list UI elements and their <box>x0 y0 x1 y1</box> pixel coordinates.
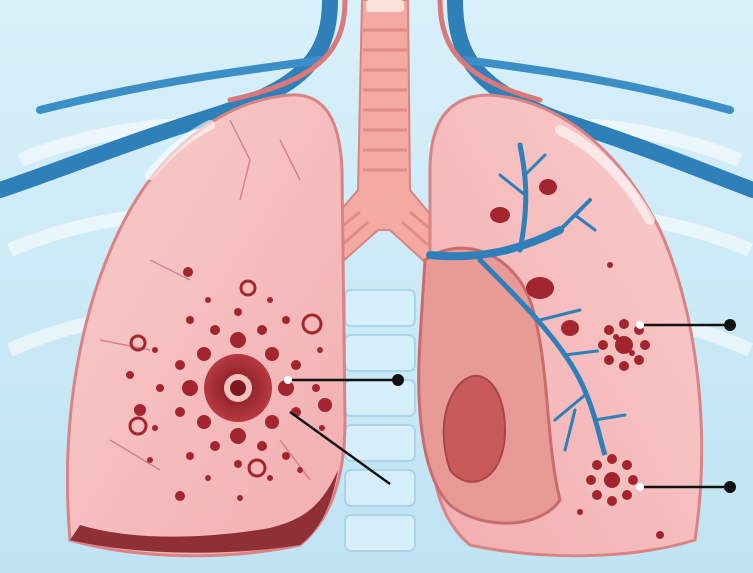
leader-dot-icon <box>636 321 644 329</box>
leader-dot-icon <box>724 481 736 493</box>
lesion-rosette-lower <box>586 454 638 506</box>
leader-dot-icon <box>724 319 736 331</box>
leader-dot-icon <box>392 374 404 386</box>
leader-dot-icon <box>284 376 292 384</box>
leader-dot-icon <box>636 483 644 491</box>
